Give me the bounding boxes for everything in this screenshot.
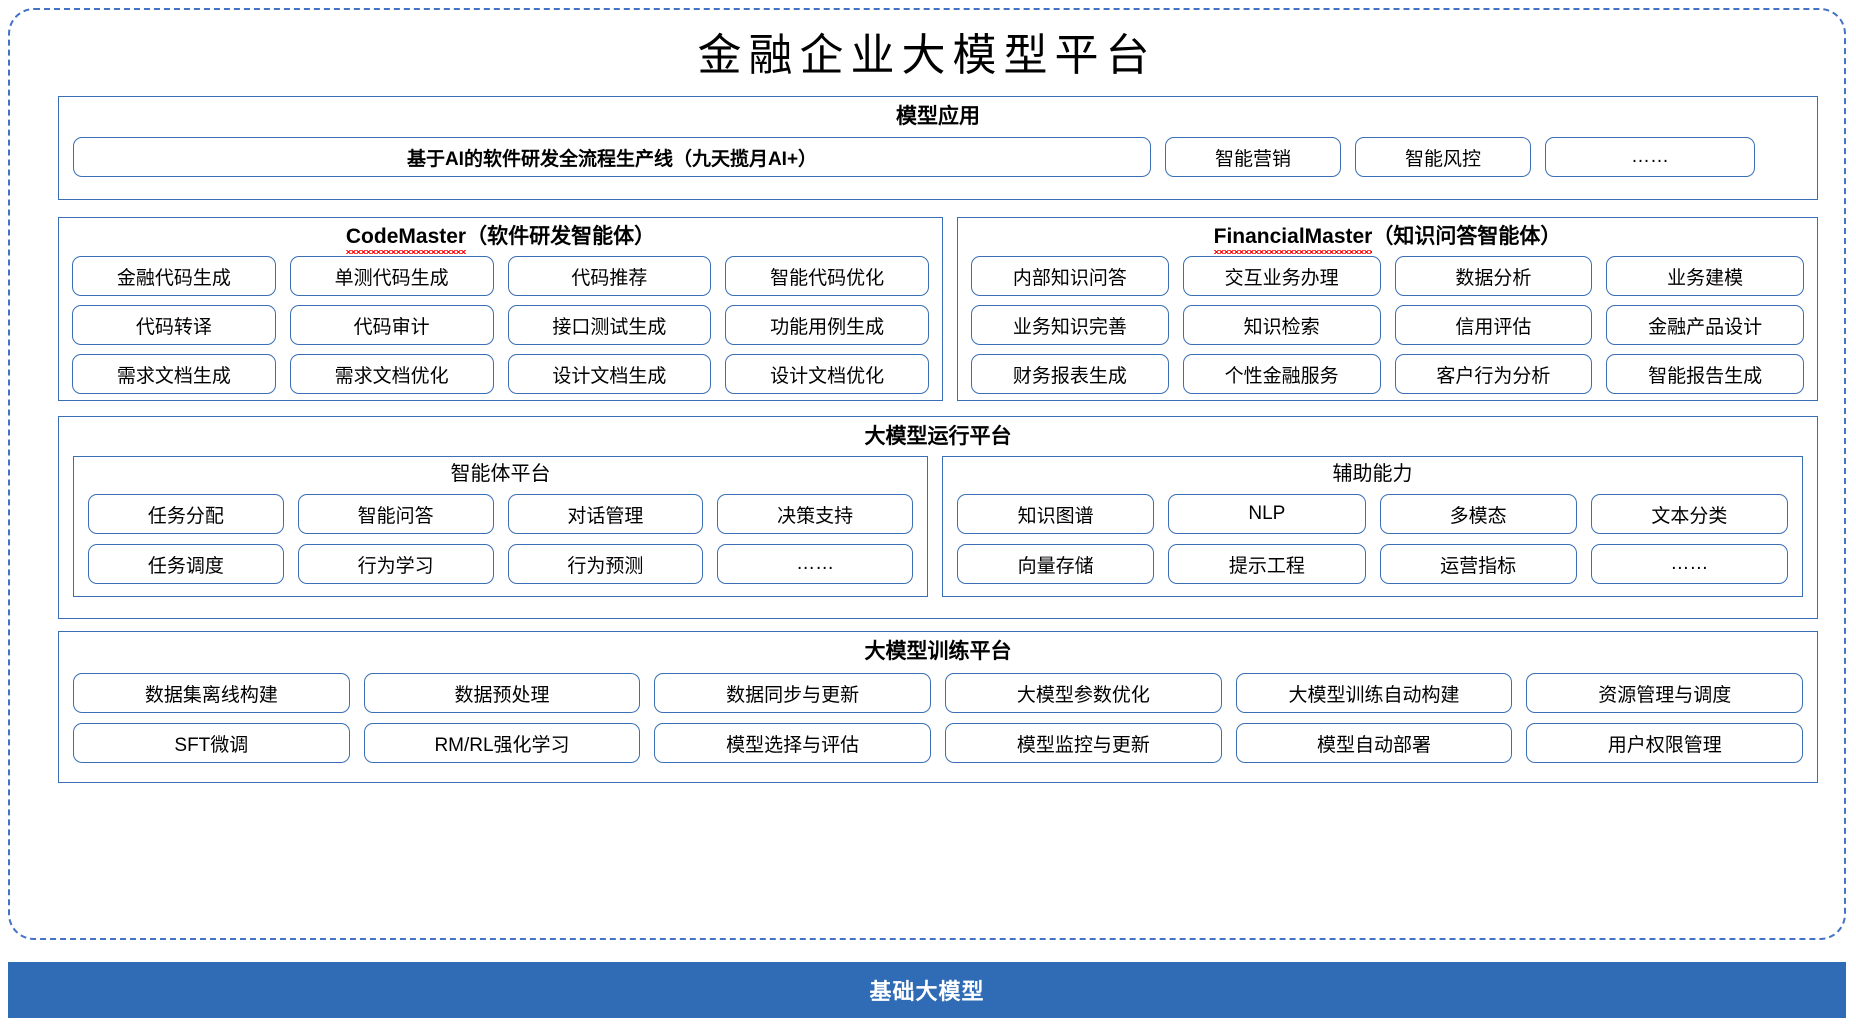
chip-aux-capability-1-2[interactable]: 运营指标 xyxy=(1379,544,1577,585)
chip-financialmaster-2-0[interactable]: 财务报表生成 xyxy=(971,354,1169,395)
aux-capability-grid: 知识图谱 NLP 多模态 文本分类 向量存储 提示工程 运营指标 …… xyxy=(957,494,1788,585)
chip-agent-platform-0-0[interactable]: 任务分配 xyxy=(88,494,284,535)
chip-financialmaster-1-2[interactable]: 信用评估 xyxy=(1394,305,1593,346)
chip-intelligent-marketing[interactable]: 智能营销 xyxy=(1165,137,1341,178)
training-row-1: 数据集离线构建 数据预处理 数据同步与更新 大模型参数优化 大模型训练自动构建 … xyxy=(73,673,1804,714)
chip-training-0-0[interactable]: 数据集离线构建 xyxy=(73,673,350,714)
chip-training-1-2[interactable]: 模型选择与评估 xyxy=(654,723,932,764)
chip-aux-capability-0-2[interactable]: 多模态 xyxy=(1379,494,1577,535)
chip-codemaster-1-0[interactable]: 代码转译 xyxy=(72,305,276,346)
chip-codemaster-0-1[interactable]: 单测代码生成 xyxy=(289,256,494,297)
codemaster-grid: 金融代码生成 单测代码生成 代码推荐 智能代码优化 代码转译 代码审计 接口测试… xyxy=(72,256,929,395)
chip-codemaster-2-1[interactable]: 需求文档优化 xyxy=(289,354,494,395)
chip-ai-software-pipeline[interactable]: 基于AI的软件研发全流程生产线（九天揽月AI+） xyxy=(73,137,1151,178)
financialmaster-grid: 内部知识问答 交互业务办理 数据分析 业务建模 业务知识完善 知识检索 信用评估… xyxy=(971,256,1804,395)
chip-codemaster-1-2[interactable]: 接口测试生成 xyxy=(507,305,712,346)
chip-training-1-1[interactable]: RM/RL强化学习 xyxy=(363,723,641,764)
chip-financialmaster-0-3[interactable]: 业务建模 xyxy=(1606,256,1804,297)
diagram-outer-frame: 金融企业大模型平台 模型应用 基于AI的软件研发全流程生产线（九天揽月AI+） … xyxy=(8,8,1846,940)
chip-aux-capability-0-1[interactable]: NLP xyxy=(1168,494,1366,535)
runtime-columns: 智能体平台 任务分配 智能问答 对话管理 决策支持 任务调度 行为学习 行为预测… xyxy=(73,456,1803,598)
chip-agent-platform-1-0[interactable]: 任务调度 xyxy=(88,544,284,585)
runtime-platform-panel: 大模型运行平台 智能体平台 任务分配 智能问答 对话管理 决策支持 任务调度 行… xyxy=(58,416,1818,619)
chip-aux-capability-0-3[interactable]: 文本分类 xyxy=(1590,494,1788,535)
chip-codemaster-0-2[interactable]: 代码推荐 xyxy=(507,256,712,297)
chip-financialmaster-0-1[interactable]: 交互业务办理 xyxy=(1182,256,1381,297)
chip-aux-capability-0-0[interactable]: 知识图谱 xyxy=(957,494,1155,535)
base-model-bar: 基础大模型 xyxy=(8,962,1846,1018)
chip-financialmaster-2-2[interactable]: 客户行为分析 xyxy=(1394,354,1593,395)
training-platform-title: 大模型训练平台 xyxy=(864,640,1012,663)
chip-financialmaster-1-1[interactable]: 知识检索 xyxy=(1182,305,1381,346)
chip-training-1-5[interactable]: 用户权限管理 xyxy=(1526,723,1804,764)
chip-training-1-0[interactable]: SFT微调 xyxy=(73,723,350,764)
codemaster-latin-name: CodeMaster xyxy=(345,225,467,255)
agent-platform-grid: 任务分配 智能问答 对话管理 决策支持 任务调度 行为学习 行为预测 …… xyxy=(88,494,913,585)
chip-training-0-2[interactable]: 数据同步与更新 xyxy=(654,673,932,714)
chip-codemaster-2-2[interactable]: 设计文档生成 xyxy=(507,354,712,395)
aux-capability-title: 辅助能力 xyxy=(1332,463,1413,486)
model-application-title: 模型应用 xyxy=(896,105,980,128)
chip-agent-platform-0-2[interactable]: 对话管理 xyxy=(507,494,704,535)
financialmaster-latin-name: FinancialMaster xyxy=(1213,225,1373,255)
chip-codemaster-0-0[interactable]: 金融代码生成 xyxy=(72,256,276,297)
chip-financialmaster-2-3[interactable]: 智能报告生成 xyxy=(1606,354,1804,395)
financialmaster-row-3: 财务报表生成 个性金融服务 客户行为分析 智能报告生成 xyxy=(971,354,1804,395)
training-platform-grid: 数据集离线构建 数据预处理 数据同步与更新 大模型参数优化 大模型训练自动构建 … xyxy=(73,673,1804,764)
chip-codemaster-1-3[interactable]: 功能用例生成 xyxy=(725,305,929,346)
chip-aux-capability-1-0[interactable]: 向量存储 xyxy=(957,544,1155,585)
chip-financialmaster-0-2[interactable]: 数据分析 xyxy=(1394,256,1593,297)
codemaster-panel: CodeMaster（软件研发智能体） 金融代码生成 单测代码生成 代码推荐 智… xyxy=(58,217,943,401)
chip-codemaster-2-0[interactable]: 需求文档生成 xyxy=(72,354,276,395)
agent-platform-title: 智能体平台 xyxy=(450,463,551,486)
financialmaster-row-1: 内部知识问答 交互业务办理 数据分析 业务建模 xyxy=(971,256,1804,297)
chip-financialmaster-0-0[interactable]: 内部知识问答 xyxy=(971,256,1169,297)
financialmaster-title: FinancialMaster（知识问答智能体） xyxy=(971,224,1804,255)
chip-agent-platform-1-2[interactable]: 行为预测 xyxy=(507,544,704,585)
chip-agent-platform-0-1[interactable]: 智能问答 xyxy=(297,494,494,535)
chip-codemaster-1-1[interactable]: 代码审计 xyxy=(289,305,494,346)
chip-financialmaster-2-1[interactable]: 个性金融服务 xyxy=(1182,354,1381,395)
financialmaster-row-2: 业务知识完善 知识检索 信用评估 金融产品设计 xyxy=(971,305,1804,346)
chip-financialmaster-1-3[interactable]: 金融产品设计 xyxy=(1606,305,1804,346)
agents-row: CodeMaster（软件研发智能体） 金融代码生成 单测代码生成 代码推荐 智… xyxy=(58,217,1818,401)
codemaster-row-2: 代码转译 代码审计 接口测试生成 功能用例生成 xyxy=(72,305,929,346)
chip-training-1-3[interactable]: 模型监控与更新 xyxy=(945,723,1222,764)
aux-capability-row-2: 向量存储 提示工程 运营指标 …… xyxy=(957,544,1788,585)
model-application-panel: 模型应用 基于AI的软件研发全流程生产线（九天揽月AI+） 智能营销 智能风控 … xyxy=(58,96,1818,200)
codemaster-title: CodeMaster（软件研发智能体） xyxy=(72,224,929,255)
chip-training-0-4[interactable]: 大模型训练自动构建 xyxy=(1235,673,1513,714)
financialmaster-cn-suffix: （知识问答智能体） xyxy=(1372,225,1562,248)
codemaster-row-1: 金融代码生成 单测代码生成 代码推荐 智能代码优化 xyxy=(72,256,929,297)
chip-training-0-3[interactable]: 大模型参数优化 xyxy=(945,673,1222,714)
aux-capability-panel: 辅助能力 知识图谱 NLP 多模态 文本分类 向量存储 提示工程 运营指标 …… xyxy=(942,456,1803,598)
training-row-2: SFT微调 RM/RL强化学习 模型选择与评估 模型监控与更新 模型自动部署 用… xyxy=(73,723,1804,764)
agent-platform-row-2: 任务调度 行为学习 行为预测 …… xyxy=(88,544,913,585)
financialmaster-panel: FinancialMaster（知识问答智能体） 内部知识问答 交互业务办理 数… xyxy=(957,217,1818,401)
model-application-items: 基于AI的软件研发全流程生产线（九天揽月AI+） 智能营销 智能风控 …… xyxy=(73,137,1803,178)
chip-training-0-1[interactable]: 数据预处理 xyxy=(363,673,641,714)
chip-agent-platform-0-3[interactable]: 决策支持 xyxy=(717,494,913,535)
chip-agent-platform-1-3[interactable]: …… xyxy=(717,544,913,585)
chip-codemaster-2-3[interactable]: 设计文档优化 xyxy=(725,354,929,395)
chip-agent-platform-1-1[interactable]: 行为学习 xyxy=(297,544,494,585)
codemaster-cn-suffix: （软件研发智能体） xyxy=(466,225,656,248)
agent-platform-panel: 智能体平台 任务分配 智能问答 对话管理 决策支持 任务调度 行为学习 行为预测… xyxy=(73,456,928,598)
chip-codemaster-0-3[interactable]: 智能代码优化 xyxy=(725,256,929,297)
base-model-label: 基础大模型 xyxy=(869,979,985,1004)
chip-aux-capability-1-1[interactable]: 提示工程 xyxy=(1168,544,1366,585)
chip-intelligent-risk-control[interactable]: 智能风控 xyxy=(1355,137,1531,178)
chip-aux-capability-1-3[interactable]: …… xyxy=(1590,544,1788,585)
chip-more-applications[interactable]: …… xyxy=(1545,137,1755,178)
runtime-platform-title: 大模型运行平台 xyxy=(864,425,1012,448)
chip-training-0-5[interactable]: 资源管理与调度 xyxy=(1526,673,1804,714)
chip-training-1-4[interactable]: 模型自动部署 xyxy=(1235,723,1513,764)
codemaster-row-3: 需求文档生成 需求文档优化 设计文档生成 设计文档优化 xyxy=(72,354,929,395)
agent-platform-row-1: 任务分配 智能问答 对话管理 决策支持 xyxy=(88,494,913,535)
aux-capability-row-1: 知识图谱 NLP 多模态 文本分类 xyxy=(957,494,1788,535)
training-platform-panel: 大模型训练平台 数据集离线构建 数据预处理 数据同步与更新 大模型参数优化 大模… xyxy=(58,631,1818,783)
page-title: 金融企业大模型平台 xyxy=(697,31,1157,80)
chip-financialmaster-1-0[interactable]: 业务知识完善 xyxy=(971,305,1169,346)
